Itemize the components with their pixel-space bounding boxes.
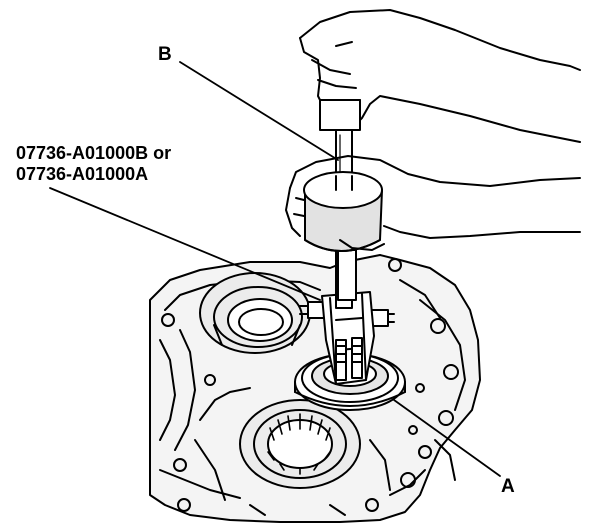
callout-a: A	[501, 476, 515, 497]
lower-hand	[285, 155, 581, 251]
tool-number-callout: 07736-A01000B or 07736-A01000A	[16, 143, 171, 185]
lower-roller-bearing	[239, 399, 361, 489]
callout-b: B	[158, 44, 172, 65]
upper-hand	[299, 9, 581, 143]
slide-hammer-weight	[303, 171, 383, 252]
leader-tool	[49, 187, 321, 301]
upper-left-bore	[199, 272, 311, 354]
tool-number-line-2: 07736-A01000A	[16, 164, 149, 184]
bearing-puller-jaws	[299, 291, 395, 385]
leader-a	[393, 399, 501, 477]
leader-lines	[49, 61, 501, 477]
tool-number-line-1: 07736-A01000B or	[16, 143, 172, 163]
leader-b	[179, 61, 339, 161]
